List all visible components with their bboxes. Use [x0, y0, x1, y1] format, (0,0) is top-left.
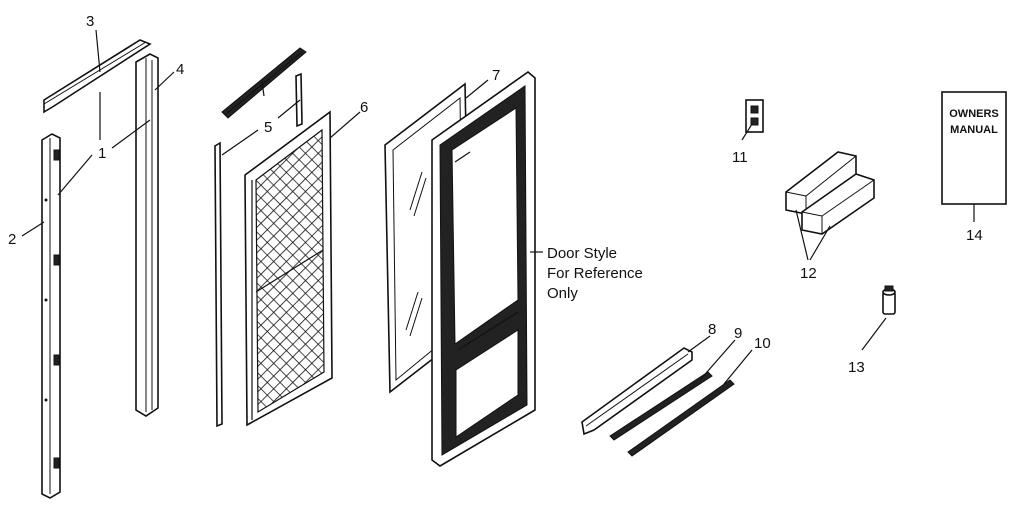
note-line3: Only [547, 285, 578, 302]
manual-title-line1: OWNERS [949, 108, 999, 120]
screen-panel-part-6 [244, 110, 333, 427]
note-line1: Door Style [547, 245, 617, 262]
leader-lines [21, 29, 975, 385]
callout-11: 11 [732, 149, 748, 166]
callout-3: 3 [86, 13, 94, 30]
callout-1: 1 [98, 145, 106, 162]
pin-part-13 [882, 285, 896, 315]
sweep-inserts-part-9-10 [609, 371, 735, 457]
callout-labels: 1 2 3 4 5 6 7 8 9 10 11 12 13 14 [8, 13, 983, 376]
callout-14: 14 [966, 227, 983, 244]
bracket-part-11 [745, 99, 764, 133]
callout-8: 8 [708, 321, 716, 338]
door-frame-reference [431, 70, 536, 467]
callout-10: 10 [754, 335, 771, 352]
note-line2: For Reference [547, 265, 643, 282]
callout-12: 12 [800, 265, 817, 282]
callout-4: 4 [176, 61, 184, 78]
callout-2: 2 [8, 231, 16, 248]
callout-13: 13 [848, 359, 865, 376]
manual-title-line2: MANUAL [950, 124, 998, 136]
callout-6: 6 [360, 99, 368, 116]
callout-5: 5 [264, 119, 272, 136]
owners-manual-part-14: OWNERS MANUAL [941, 91, 1007, 205]
blocks-part-12 [785, 151, 875, 235]
latch-rail-part-4 [135, 53, 159, 417]
hinge-rail-part-2 [41, 133, 61, 499]
top-expander-part-3 [43, 39, 152, 114]
callout-9: 9 [734, 325, 742, 342]
spline-strip-part-5 [214, 47, 307, 428]
sweep-part-8 [581, 347, 693, 436]
reference-note: Door Style For Reference Only [547, 245, 643, 302]
callout-7: 7 [492, 67, 500, 84]
